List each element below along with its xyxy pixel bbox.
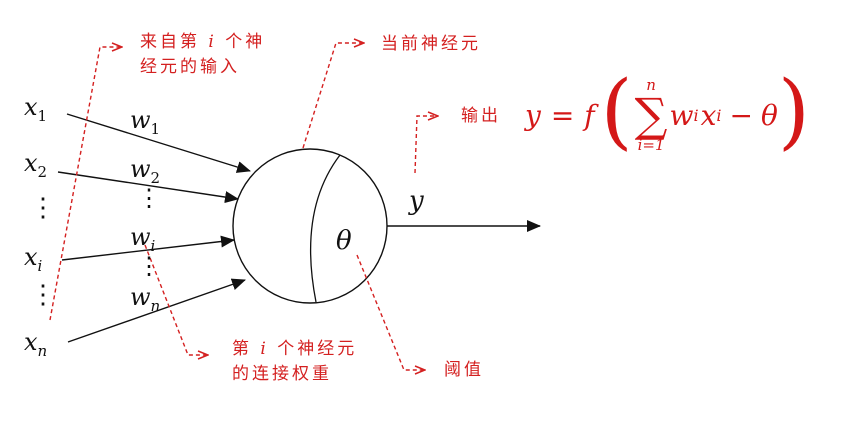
annotation-weight-line2: 的连接权重 bbox=[232, 364, 332, 384]
input-arrow-i bbox=[61, 235, 235, 261]
formula-x: x bbox=[700, 98, 717, 132]
summation-upper-limit: n bbox=[646, 76, 656, 94]
output-symbol: y bbox=[409, 186, 424, 216]
weight-label-wn: wn bbox=[130, 285, 160, 314]
formula-equals: = bbox=[550, 98, 575, 132]
weight-ellipsis-1: ⋮ bbox=[137, 184, 161, 212]
formula-f: f bbox=[584, 98, 595, 132]
neuron-circle bbox=[232, 148, 388, 304]
input-arrow-2 bbox=[57, 171, 239, 204]
summation-sign: ∑ bbox=[634, 88, 668, 142]
input-label-x2: x2 bbox=[24, 151, 47, 180]
weight-ellipsis-2: ⋮ bbox=[137, 252, 161, 280]
input-subscript: n bbox=[37, 342, 48, 360]
weight-subscript: 2 bbox=[150, 169, 161, 187]
input-label-x1: x1 bbox=[24, 95, 47, 124]
annotation-weight-line1: 第 i 个神经元 bbox=[232, 337, 357, 362]
annotation-weight: 第 i 个神经元 的连接权重 bbox=[232, 337, 357, 387]
annotation-output-label: 输出 bbox=[461, 106, 501, 126]
formula-summation: n ∑ i=1 bbox=[635, 77, 668, 153]
weight-symbol: w bbox=[130, 106, 151, 134]
formula-x-subscript: i bbox=[716, 105, 722, 125]
annotation-threshold: 阈值 bbox=[444, 360, 484, 380]
leader-current-neuron bbox=[302, 43, 364, 149]
index-i: i bbox=[208, 32, 217, 52]
annotation-current-neuron: 当前神经元 bbox=[381, 34, 481, 54]
weight-label-wi: wi bbox=[130, 225, 155, 254]
input-arrow-n bbox=[67, 278, 246, 343]
text: 个神 bbox=[225, 32, 266, 52]
formula-theta: θ bbox=[761, 98, 778, 132]
weight-subscript: i bbox=[150, 237, 156, 255]
formula-y: y bbox=[525, 98, 541, 132]
input-subscript: 1 bbox=[37, 107, 48, 125]
input-ellipsis-1: ⋮ bbox=[30, 193, 56, 223]
annotation-input-source-line2: 经元的输入 bbox=[140, 57, 240, 77]
input-symbol: x bbox=[24, 328, 38, 356]
summation-lower-limit: i=1 bbox=[637, 136, 665, 154]
input-symbol: x bbox=[24, 93, 38, 121]
formula-minus: − bbox=[729, 98, 753, 132]
weight-symbol: w bbox=[130, 223, 151, 251]
input-ellipsis-2: ⋮ bbox=[30, 280, 56, 310]
text: 第 bbox=[232, 339, 252, 359]
input-subscript: 2 bbox=[37, 163, 48, 181]
threshold-symbol: θ bbox=[336, 226, 352, 256]
formula-left-paren: ( bbox=[600, 63, 633, 159]
formula-w-subscript: i bbox=[693, 105, 699, 125]
formula-right-paren: ) bbox=[777, 63, 810, 159]
formula-w: w bbox=[669, 98, 694, 132]
input-symbol: x bbox=[24, 149, 38, 177]
weight-symbol: w bbox=[130, 155, 151, 183]
text: 个神经元 bbox=[277, 339, 358, 359]
leader-input-source bbox=[49, 47, 122, 321]
leader-threshold bbox=[356, 254, 425, 370]
text: 来自第 bbox=[140, 32, 200, 52]
annotation-input-source: 来自第 i 个神 经元的输入 bbox=[140, 30, 265, 80]
input-label-xn: xn bbox=[24, 330, 47, 359]
leader-output bbox=[414, 116, 438, 174]
input-label-xi: xi bbox=[24, 245, 42, 274]
input-subscript: i bbox=[37, 257, 43, 275]
weight-symbol: w bbox=[130, 283, 151, 311]
annotation-input-source-line1: 来自第 i 个神 bbox=[140, 30, 265, 55]
weight-label-w1: w1 bbox=[130, 108, 160, 137]
input-symbol: x bbox=[24, 243, 38, 271]
index-i: i bbox=[260, 339, 269, 359]
weight-label-w2: w2 bbox=[130, 157, 160, 186]
neuron-divider-arc bbox=[309, 154, 341, 303]
input-arrow-1 bbox=[66, 113, 251, 173]
weight-subscript: n bbox=[150, 297, 161, 315]
weight-subscript: 1 bbox=[150, 120, 161, 138]
